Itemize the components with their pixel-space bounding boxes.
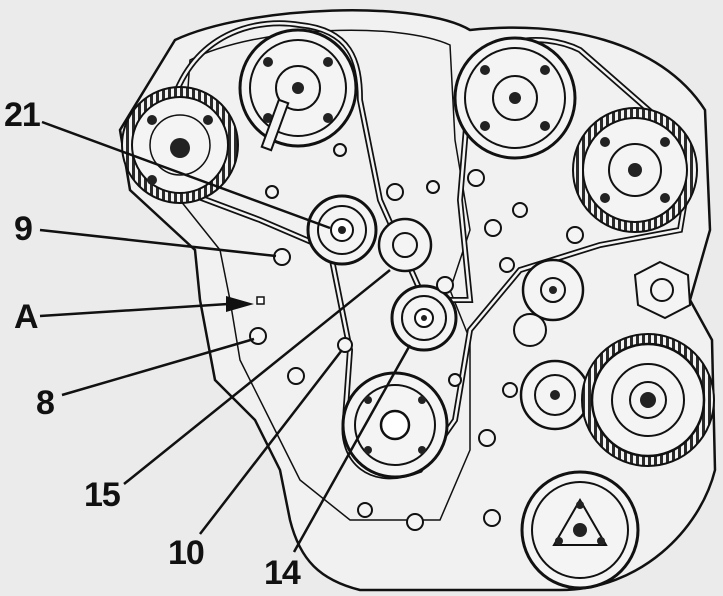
callout-15: 15 bbox=[84, 476, 121, 514]
leader-line-9 bbox=[39, 228, 277, 258]
water-pump-pulley bbox=[521, 258, 585, 322]
leader-line-10 bbox=[199, 349, 343, 535]
leader-lines bbox=[39, 120, 412, 553]
leader-line-8 bbox=[61, 337, 255, 397]
callout-a: A bbox=[14, 298, 39, 336]
left-exhaust-camshaft-sprocket bbox=[121, 86, 239, 204]
tensioner-pulley bbox=[306, 194, 378, 266]
reference-mark-a bbox=[256, 296, 265, 305]
idler-pulley bbox=[390, 284, 458, 352]
right-exhaust-camshaft-sprocket bbox=[572, 107, 698, 233]
auxiliary-idler-pulley bbox=[519, 359, 591, 431]
callout-9: 9 bbox=[14, 210, 33, 248]
callout-8: 8 bbox=[36, 384, 55, 422]
callout-10: 10 bbox=[168, 534, 205, 572]
ac-compressor-pulley bbox=[520, 470, 640, 590]
callout-14: 14 bbox=[264, 554, 301, 592]
alternator bbox=[581, 333, 715, 467]
leader-line-15 bbox=[123, 269, 391, 485]
crankshaft-pulley bbox=[341, 371, 449, 479]
upper-idler-pulley bbox=[377, 217, 433, 273]
callout-21: 21 bbox=[4, 96, 41, 134]
leader-line-14 bbox=[292, 344, 412, 553]
left-intake-camshaft-pulley bbox=[238, 28, 358, 152]
timing-cover-inner-outline bbox=[179, 29, 471, 521]
leader-line-A bbox=[39, 302, 229, 318]
right-intake-camshaft-pulley bbox=[453, 36, 577, 160]
fan-bracket-hub bbox=[633, 260, 692, 320]
leader-line-21 bbox=[41, 120, 331, 230]
reference-arrow-a bbox=[226, 296, 254, 312]
timing-belt-inner bbox=[128, 22, 692, 478]
belt-tensioner-pulley-lower bbox=[513, 313, 547, 347]
